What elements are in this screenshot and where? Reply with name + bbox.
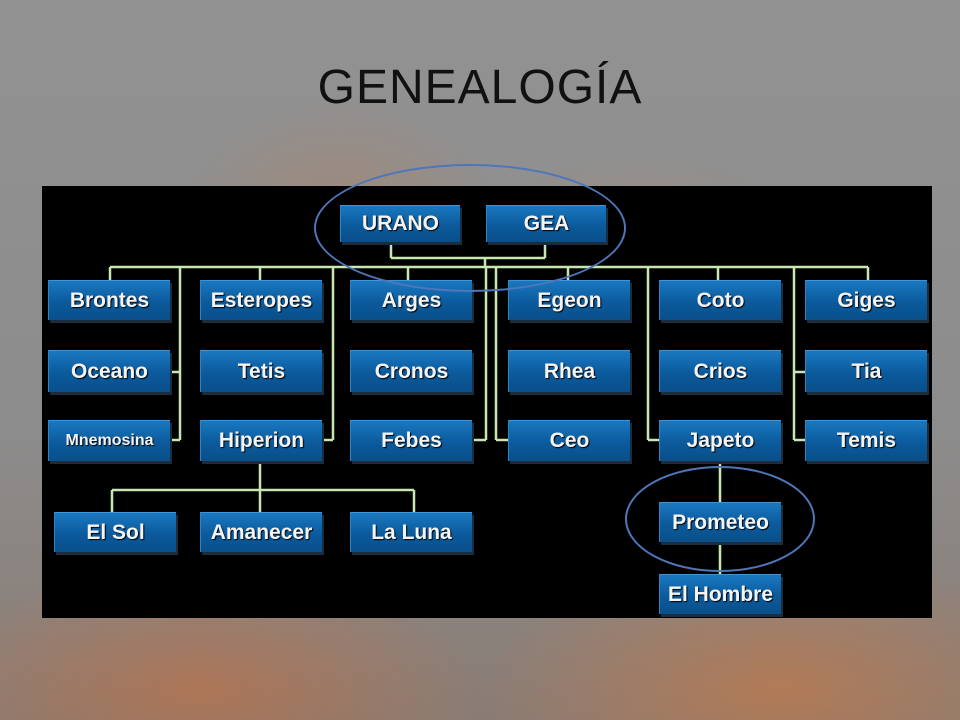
- node-giges: Giges: [805, 280, 927, 320]
- node-mnemosina: Mnemosina: [48, 420, 170, 461]
- highlight-oval-prometeo: [625, 466, 815, 572]
- node-hiperion: Hiperion: [200, 420, 322, 461]
- node-crios: Crios: [659, 350, 781, 392]
- node-el-hombre: El Hombre: [659, 574, 781, 614]
- node-ceo: Ceo: [508, 420, 630, 461]
- highlight-oval-urano-gea: [314, 164, 626, 292]
- node-tetis: Tetis: [200, 350, 322, 392]
- node-febes: Febes: [350, 420, 472, 461]
- node-tia: Tia: [805, 350, 927, 392]
- node-japeto: Japeto: [659, 420, 781, 461]
- genealogy-diagram: URANO GEA Brontes Esteropes Arges Egeon …: [42, 164, 932, 618]
- slide-title: GENEALOGÍA: [317, 61, 643, 114]
- node-brontes: Brontes: [48, 280, 170, 320]
- node-amanecer: Amanecer: [200, 512, 322, 552]
- node-oceano: Oceano: [48, 350, 170, 392]
- node-coto: Coto: [659, 280, 781, 320]
- node-esteropes: Esteropes: [200, 280, 322, 320]
- node-rhea: Rhea: [508, 350, 630, 392]
- node-el-sol: El Sol: [54, 512, 176, 552]
- node-la-luna: La Luna: [350, 512, 472, 552]
- node-temis: Temis: [805, 420, 927, 461]
- node-cronos: Cronos: [350, 350, 472, 392]
